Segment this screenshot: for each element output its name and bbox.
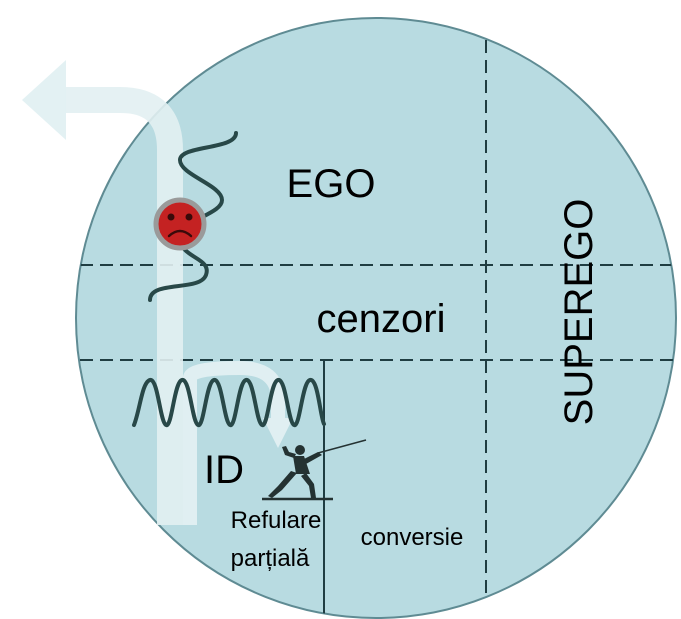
censors-label: cenzori	[317, 297, 446, 341]
arrow-head-down-icon	[263, 418, 293, 448]
refulare-label-line1: Refulare	[231, 507, 322, 534]
conversie-label: conversie	[361, 524, 464, 551]
sad-face-icon	[153, 197, 207, 251]
arrow-head-left-icon	[22, 60, 66, 140]
refulare-label-line2: parțială	[231, 545, 310, 572]
partial-repression-arrow	[183, 360, 293, 525]
psyche-circle	[75, 17, 677, 619]
fencer-icon	[262, 439, 367, 501]
horizontal-wave	[132, 377, 326, 428]
id-label: ID	[204, 448, 244, 492]
superego-label: SUPEREGO	[557, 199, 601, 426]
repression-arrow	[22, 60, 183, 525]
ego-label: EGO	[287, 162, 376, 206]
